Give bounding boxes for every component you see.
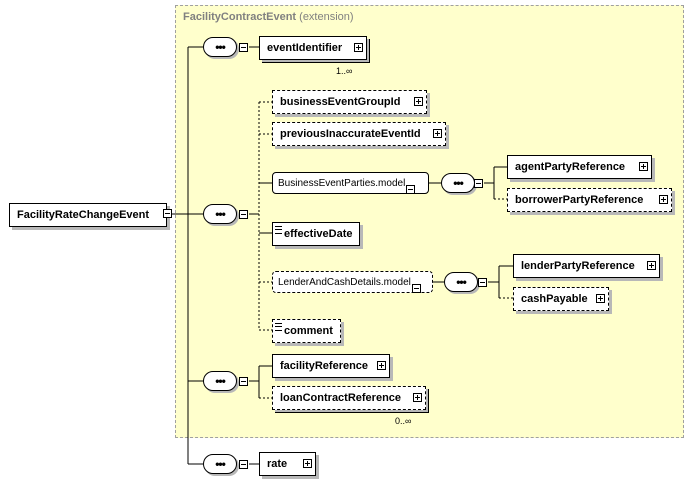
element-facility-reference[interactable]: facilityReference [272, 354, 390, 378]
element-previous-inaccurate-event-id[interactable]: previousInaccurateEventId [272, 122, 446, 146]
root-element-label: FacilityRateChangeEvent [17, 209, 150, 221]
sequence-symbol: ••• [215, 207, 226, 221]
collapse-icon[interactable] [406, 184, 416, 194]
element-label: cashPayable [521, 293, 588, 305]
expand-icon[interactable] [354, 43, 363, 52]
element-label: effectiveDate [284, 228, 353, 240]
text-content-icon [275, 323, 282, 331]
element-label: lenderPartyReference [521, 260, 635, 272]
collapse-icon[interactable] [478, 278, 487, 287]
expand-icon[interactable] [659, 195, 668, 204]
expand-icon[interactable] [639, 162, 648, 171]
collapse-icon[interactable] [239, 377, 248, 386]
element-label: comment [284, 325, 333, 337]
element-lender-party-reference[interactable]: lenderPartyReference [513, 254, 660, 278]
sequence-symbol: ••• [215, 457, 226, 471]
sequence-compositor-rate: ••• [203, 454, 237, 474]
sequence-compositor-references: ••• [203, 371, 237, 391]
expand-icon[interactable] [413, 393, 422, 402]
extension-suffix: (extension) [299, 11, 354, 23]
element-agent-party-reference[interactable]: agentPartyReference [507, 155, 652, 179]
sequence-symbol: ••• [453, 176, 464, 190]
group-business-event-parties-model[interactable]: BusinessEventParties.model [272, 172, 429, 194]
element-effective-date[interactable]: effectiveDate [272, 222, 360, 246]
extension-title: FacilityContractEvent (extension) [183, 11, 354, 23]
element-label: eventIdentifier [267, 42, 343, 54]
element-label: loanContractReference [280, 392, 402, 404]
collapse-icon[interactable] [411, 283, 421, 293]
collapse-icon[interactable] [239, 210, 248, 219]
text-content-icon [275, 226, 282, 234]
expand-icon[interactable] [596, 294, 605, 303]
group-label: BusinessEventParties.model [278, 177, 406, 189]
expand-icon[interactable] [414, 97, 423, 106]
element-rate[interactable]: rate [259, 452, 316, 476]
sequence-compositor-parties: ••• [441, 173, 475, 193]
group-lender-and-cash-details-model[interactable]: LenderAndCashDetails.model [272, 271, 433, 293]
element-label: agentPartyReference [515, 161, 626, 173]
element-loan-contract-reference[interactable]: loanContractReference [272, 386, 429, 413]
collapse-icon[interactable] [163, 209, 172, 218]
expand-icon[interactable] [433, 129, 442, 138]
expand-icon[interactable] [647, 261, 656, 270]
sequence-compositor-main: ••• [203, 204, 237, 224]
sequence-compositor-event-identifier: ••• [203, 37, 237, 57]
group-label: LenderAndCashDetails.model [278, 276, 411, 288]
element-label: rate [267, 458, 288, 470]
sequence-symbol: ••• [456, 275, 467, 289]
element-label: previousInaccurateEventId [280, 128, 421, 140]
element-comment[interactable]: comment [272, 319, 341, 343]
sequence-symbol: ••• [215, 40, 226, 54]
sequence-compositor-lender: ••• [444, 272, 478, 292]
element-borrower-party-reference[interactable]: borrowerPartyReference [507, 188, 672, 212]
expand-icon[interactable] [377, 361, 386, 370]
element-label: businessEventGroupId [280, 96, 401, 108]
element-business-event-group-id[interactable]: businessEventGroupId [272, 90, 427, 114]
expand-icon[interactable] [303, 459, 312, 468]
collapse-icon[interactable] [474, 179, 483, 188]
root-element-facility-rate-change-event[interactable]: FacilityRateChangeEvent [9, 203, 172, 227]
extension-base-name: FacilityContractEvent [183, 11, 297, 23]
element-cash-payable[interactable]: cashPayable [513, 287, 609, 311]
element-event-identifier[interactable]: eventIdentifier [259, 36, 370, 63]
cardinality-event-identifier: 1..∞ [336, 66, 353, 76]
collapse-icon[interactable] [239, 43, 248, 52]
element-label: facilityReference [280, 360, 369, 372]
element-label: borrowerPartyReference [515, 194, 644, 206]
cardinality-loan-contract-reference: 0..∞ [395, 416, 412, 426]
sequence-symbol: ••• [215, 374, 226, 388]
collapse-icon[interactable] [239, 460, 248, 469]
